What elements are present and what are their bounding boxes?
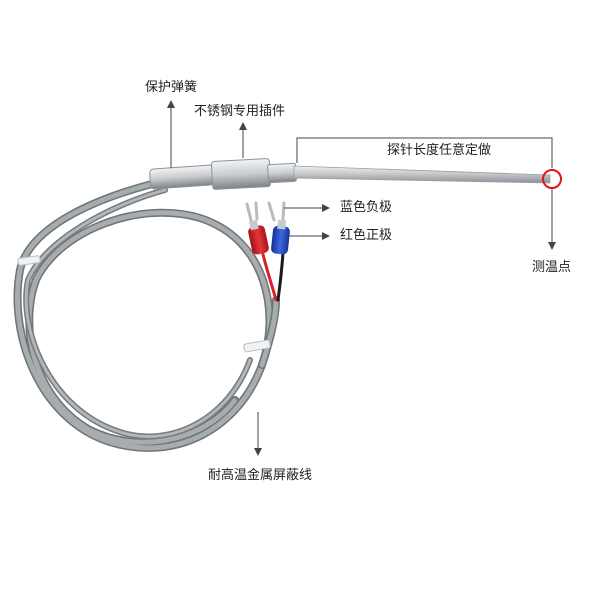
- label-probe-length: 探针长度任意定做: [387, 143, 492, 158]
- label-protective-spring: 保护弹簧: [145, 80, 198, 95]
- label-blue-negative: 蓝色负极: [340, 200, 393, 215]
- annotation-lines: [167, 100, 556, 456]
- lead-wires: [260, 248, 285, 302]
- cable-tie-left: [17, 255, 41, 266]
- protective-spring: [149, 164, 215, 190]
- label-measuring-point: 测温点: [532, 260, 572, 275]
- label-red-positive: 红色正极: [340, 228, 393, 243]
- label-stainless-plug: 不锈钢专用插件: [194, 104, 286, 119]
- stainless-plug: [210, 158, 297, 190]
- probe-sheath: [293, 165, 551, 184]
- red-terminal: [245, 201, 269, 255]
- cable-tie-bottom: [243, 339, 271, 353]
- shielded-cable: [13, 176, 280, 452]
- blue-terminal: [267, 201, 290, 255]
- label-shielded-wire: 耐高温金属屏蔽线: [208, 468, 313, 483]
